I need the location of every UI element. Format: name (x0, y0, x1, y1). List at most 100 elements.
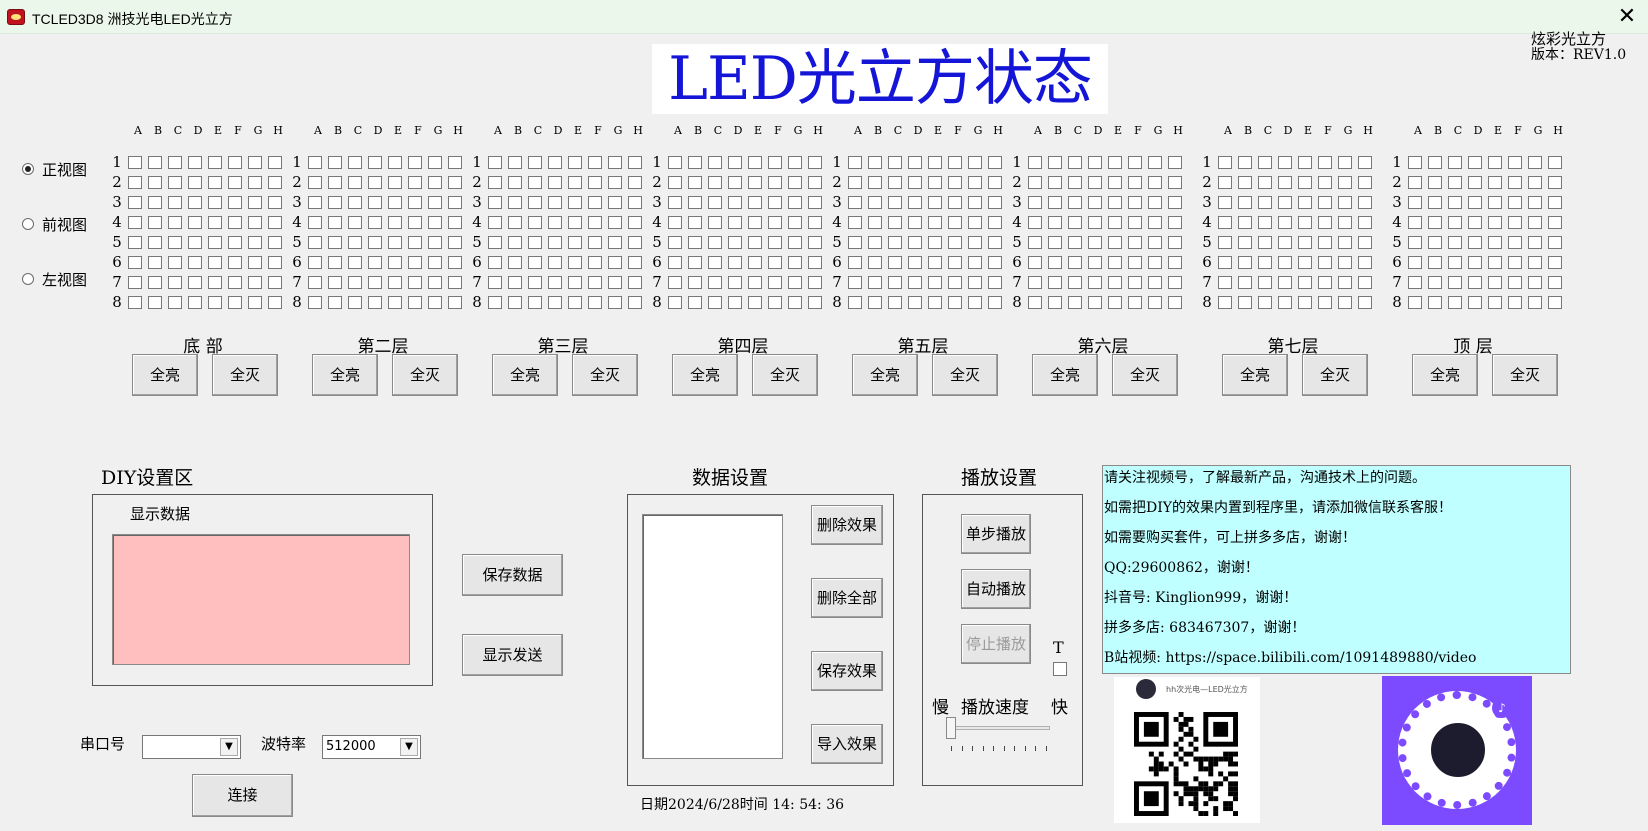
led-checkbox[interactable] (908, 276, 922, 289)
led-checkbox[interactable] (1298, 216, 1312, 229)
led-checkbox[interactable] (1408, 196, 1422, 209)
led-checkbox[interactable] (928, 196, 942, 209)
led-checkbox[interactable] (568, 176, 582, 189)
led-checkbox[interactable] (1448, 236, 1462, 249)
led-checkbox[interactable] (708, 196, 722, 209)
led-checkbox[interactable] (428, 196, 442, 209)
led-checkbox[interactable] (248, 196, 262, 209)
led-checkbox[interactable] (388, 176, 402, 189)
led-checkbox[interactable] (1448, 156, 1462, 169)
led-checkbox[interactable] (888, 296, 902, 309)
led-checkbox[interactable] (1068, 276, 1082, 289)
led-checkbox[interactable] (928, 296, 942, 309)
led-checkbox[interactable] (188, 156, 202, 169)
led-checkbox[interactable] (908, 256, 922, 269)
led-checkbox[interactable] (1298, 276, 1312, 289)
led-checkbox[interactable] (608, 236, 622, 249)
led-checkbox[interactable] (1258, 296, 1272, 309)
led-checkbox[interactable] (1548, 236, 1562, 249)
layer-all-off-button[interactable]: 全灭 (212, 354, 278, 396)
chevron-down-icon[interactable]: ▼ (400, 738, 418, 756)
led-checkbox[interactable] (1108, 196, 1122, 209)
led-checkbox[interactable] (1488, 196, 1502, 209)
led-checkbox[interactable] (888, 176, 902, 189)
led-checkbox[interactable] (1128, 296, 1142, 309)
led-checkbox[interactable] (1258, 256, 1272, 269)
led-checkbox[interactable] (568, 156, 582, 169)
led-checkbox[interactable] (148, 176, 162, 189)
led-checkbox[interactable] (1128, 236, 1142, 249)
led-checkbox[interactable] (388, 276, 402, 289)
led-checkbox[interactable] (668, 196, 682, 209)
led-checkbox[interactable] (528, 176, 542, 189)
led-checkbox[interactable] (708, 256, 722, 269)
led-checkbox[interactable] (308, 296, 322, 309)
led-checkbox[interactable] (488, 216, 502, 229)
led-checkbox[interactable] (868, 256, 882, 269)
led-checkbox[interactable] (1358, 156, 1372, 169)
layer-all-off-button[interactable]: 全灭 (932, 354, 998, 396)
led-checkbox[interactable] (508, 216, 522, 229)
led-checkbox[interactable] (948, 176, 962, 189)
led-checkbox[interactable] (1508, 176, 1522, 189)
led-checkbox[interactable] (188, 256, 202, 269)
led-checkbox[interactable] (808, 216, 822, 229)
led-checkbox[interactable] (328, 176, 342, 189)
led-checkbox[interactable] (1278, 216, 1292, 229)
led-checkbox[interactable] (228, 256, 242, 269)
led-checkbox[interactable] (448, 276, 462, 289)
led-checkbox[interactable] (308, 276, 322, 289)
led-checkbox[interactable] (768, 296, 782, 309)
led-checkbox[interactable] (1468, 196, 1482, 209)
led-checkbox[interactable] (368, 276, 382, 289)
led-checkbox[interactable] (528, 276, 542, 289)
led-checkbox[interactable] (448, 296, 462, 309)
led-checkbox[interactable] (968, 296, 982, 309)
led-checkbox[interactable] (608, 276, 622, 289)
led-checkbox[interactable] (1548, 156, 1562, 169)
led-checkbox[interactable] (1408, 236, 1422, 249)
led-checkbox[interactable] (428, 216, 442, 229)
connect-button[interactable]: 连接 (192, 774, 293, 817)
led-checkbox[interactable] (1028, 296, 1042, 309)
led-checkbox[interactable] (1238, 156, 1252, 169)
led-checkbox[interactable] (188, 296, 202, 309)
led-checkbox[interactable] (368, 256, 382, 269)
led-checkbox[interactable] (1218, 296, 1232, 309)
show-send-button[interactable]: 显示发送 (462, 634, 563, 676)
led-checkbox[interactable] (748, 216, 762, 229)
led-checkbox[interactable] (1488, 176, 1502, 189)
led-checkbox[interactable] (1468, 216, 1482, 229)
led-checkbox[interactable] (1088, 176, 1102, 189)
led-checkbox[interactable] (588, 216, 602, 229)
led-checkbox[interactable] (1318, 216, 1332, 229)
layer-all-on-button[interactable]: 全亮 (1222, 354, 1288, 396)
led-checkbox[interactable] (1148, 156, 1162, 169)
led-checkbox[interactable] (188, 216, 202, 229)
led-checkbox[interactable] (1468, 156, 1482, 169)
led-checkbox[interactable] (808, 176, 822, 189)
led-checkbox[interactable] (848, 236, 862, 249)
led-checkbox[interactable] (888, 156, 902, 169)
led-checkbox[interactable] (1338, 216, 1352, 229)
led-checkbox[interactable] (1258, 236, 1272, 249)
led-checkbox[interactable] (608, 256, 622, 269)
led-checkbox[interactable] (1468, 256, 1482, 269)
led-checkbox[interactable] (528, 196, 542, 209)
led-checkbox[interactable] (548, 256, 562, 269)
layer-all-on-button[interactable]: 全亮 (1032, 354, 1098, 396)
led-checkbox[interactable] (428, 236, 442, 249)
led-checkbox[interactable] (248, 236, 262, 249)
led-checkbox[interactable] (588, 236, 602, 249)
led-checkbox[interactable] (408, 296, 422, 309)
single-step-play-button[interactable]: 单步播放 (961, 514, 1031, 554)
led-checkbox[interactable] (1148, 236, 1162, 249)
led-checkbox[interactable] (1108, 176, 1122, 189)
led-checkbox[interactable] (668, 156, 682, 169)
led-checkbox[interactable] (208, 216, 222, 229)
layer-all-off-button[interactable]: 全灭 (1112, 354, 1178, 396)
led-checkbox[interactable] (848, 276, 862, 289)
led-checkbox[interactable] (1338, 276, 1352, 289)
led-checkbox[interactable] (688, 216, 702, 229)
led-checkbox[interactable] (1298, 196, 1312, 209)
